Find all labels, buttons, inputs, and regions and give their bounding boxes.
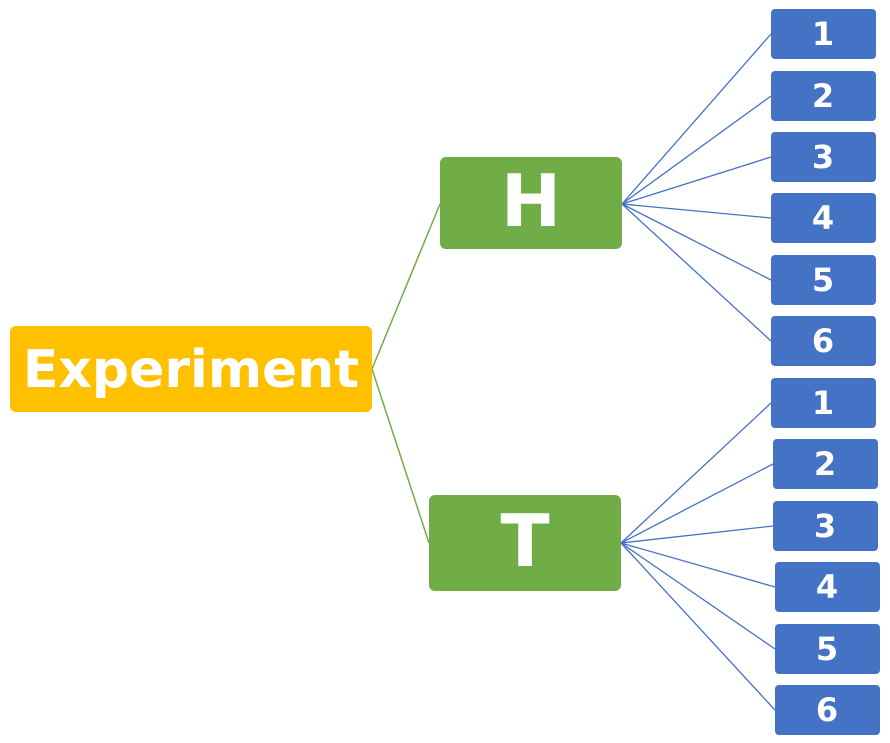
die-node-box: [775, 562, 880, 612]
die-node-h-2: 2: [771, 71, 876, 121]
edges-t-group: [620, 402, 776, 711]
die-node-h-1: 1: [771, 9, 876, 59]
die-node-box: [775, 624, 880, 674]
die-node-label: 1: [812, 384, 834, 422]
die-node-box: [771, 132, 876, 182]
edges-h-group: [621, 33, 772, 342]
edge-t-to-2: [620, 463, 774, 544]
die-node-box: [773, 439, 878, 489]
edge-t-to-5: [620, 542, 776, 650]
edge-h-to-5: [621, 203, 772, 281]
root-node-label: Experiment: [23, 340, 359, 400]
die-node-h-4: 4: [771, 193, 876, 243]
die-node-label: 5: [816, 630, 838, 668]
coin-node-h-label: H: [501, 159, 561, 243]
die-node-box: [775, 685, 880, 735]
die-node-box: [771, 255, 876, 305]
die-node-box: [773, 501, 878, 551]
die-node-t-2: 2: [773, 439, 878, 489]
coin-node-h: H: [440, 157, 622, 249]
edge-h-to-3: [621, 156, 772, 205]
die-node-label: 4: [812, 199, 834, 237]
die-node-box: [771, 9, 876, 59]
edge-t-to-3: [620, 525, 774, 544]
die-nodes-h: 1 2 3 4 5 6: [771, 9, 876, 366]
die-nodes-t: 1 2 3 4 5 6: [771, 378, 880, 735]
edge-t-to-4: [620, 542, 776, 588]
die-node-h-5: 5: [771, 255, 876, 305]
die-node-t-3: 3: [773, 501, 878, 551]
die-node-label: 4: [816, 568, 838, 606]
edge-h-to-6: [621, 203, 772, 342]
die-node-label: 2: [812, 77, 834, 115]
coin-node-t-box: [429, 495, 621, 591]
die-node-box: [771, 316, 876, 366]
die-node-label: 3: [814, 507, 836, 545]
die-node-label: 1: [812, 15, 834, 53]
die-node-label: 3: [812, 138, 834, 176]
die-node-label: 6: [816, 691, 838, 729]
die-node-box: [771, 193, 876, 243]
die-node-t-6: 6: [775, 685, 880, 735]
root-node-box: [10, 326, 372, 412]
die-node-t-1: 1: [771, 378, 876, 428]
edge-t-to-1: [620, 402, 772, 544]
edge-h-to-2: [621, 95, 772, 205]
edge-h-to-4: [621, 203, 772, 219]
die-node-t-4: 4: [775, 562, 880, 612]
die-node-label: 5: [812, 261, 834, 299]
die-node-label: 6: [812, 322, 834, 360]
coin-node-t-label: T: [500, 499, 549, 583]
die-node-t-5: 5: [775, 624, 880, 674]
die-node-label: 2: [814, 445, 836, 483]
die-node-box: [771, 378, 876, 428]
die-node-box: [771, 71, 876, 121]
root-node: Experiment: [10, 326, 372, 412]
die-node-h-6: 6: [771, 316, 876, 366]
coin-node-h-box: [440, 157, 622, 249]
coin-node-t: T: [429, 495, 621, 591]
edge-h-to-1: [621, 33, 772, 205]
die-node-h-3: 3: [771, 132, 876, 182]
edge-t-to-6: [620, 542, 776, 711]
edge-root-to-h: [371, 203, 441, 370]
edge-root-to-t: [371, 368, 430, 544]
